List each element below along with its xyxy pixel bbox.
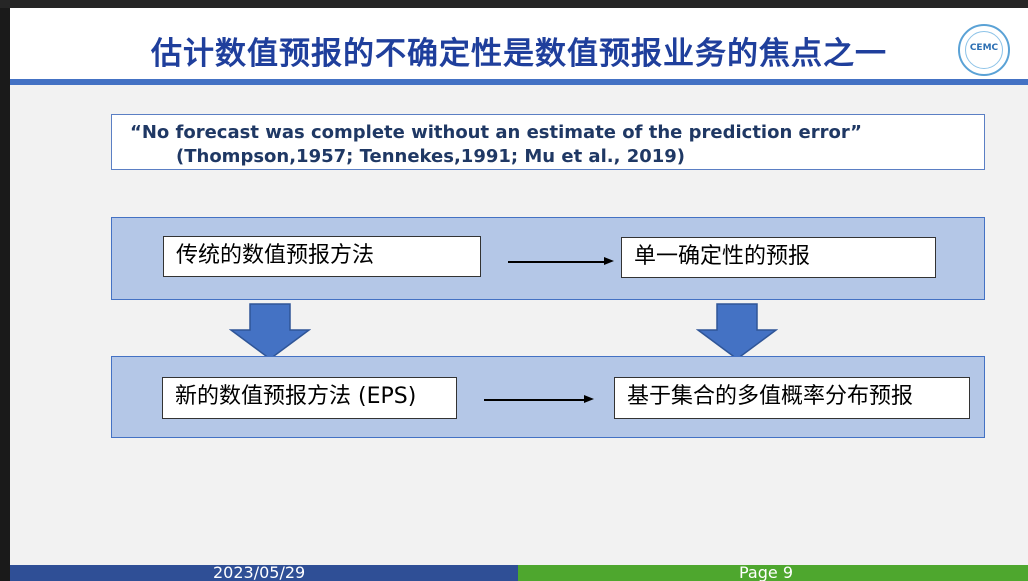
quote-citation: (Thompson,1957; Tennekes,1991; Mu et al.… [176, 146, 686, 167]
down-arrow-icon [229, 303, 311, 360]
logo-ring [965, 31, 1003, 69]
window-top-strip [0, 0, 1028, 8]
quote-box: “No forecast was complete without an est… [111, 114, 985, 170]
cemc-logo-icon: CEMC [958, 24, 1010, 76]
right-arrow-line-2 [484, 399, 584, 401]
logo-text: CEMC [969, 43, 999, 53]
footer-right-bar [518, 565, 1028, 581]
deterministic-forecast-box: 单一确定性的预报 [621, 237, 936, 278]
eps-method-band: 新的数值预报方法 (EPS) 基于集合的多值概率分布预报 [111, 356, 985, 438]
slide-title: 估计数值预报的不确定性是数值预报业务的焦点之一 [151, 36, 887, 72]
footer-page-number: Page 9 [739, 563, 793, 581]
slide: 估计数值预报的不确定性是数值预报业务的焦点之一 CEMC “No forecas… [10, 8, 1028, 581]
right-arrow-line-1 [508, 261, 604, 263]
footer-left-bar [10, 565, 518, 581]
title-underline-bar [10, 79, 1028, 85]
traditional-method-box: 传统的数值预报方法 [163, 236, 481, 277]
traditional-method-band: 传统的数值预报方法 单一确定性的预报 [111, 217, 985, 300]
footer-date: 2023/05/29 [213, 563, 306, 581]
slide-header: 估计数值预报的不确定性是数值预报业务的焦点之一 CEMC [10, 8, 1028, 80]
right-arrow-icon [584, 395, 594, 403]
down-arrow-icon [696, 303, 778, 360]
quote-text: “No forecast was complete without an est… [130, 122, 862, 143]
eps-method-box: 新的数值预报方法 (EPS) [162, 377, 457, 419]
right-arrow-icon [604, 257, 614, 265]
probabilistic-forecast-box: 基于集合的多值概率分布预报 [614, 377, 970, 419]
